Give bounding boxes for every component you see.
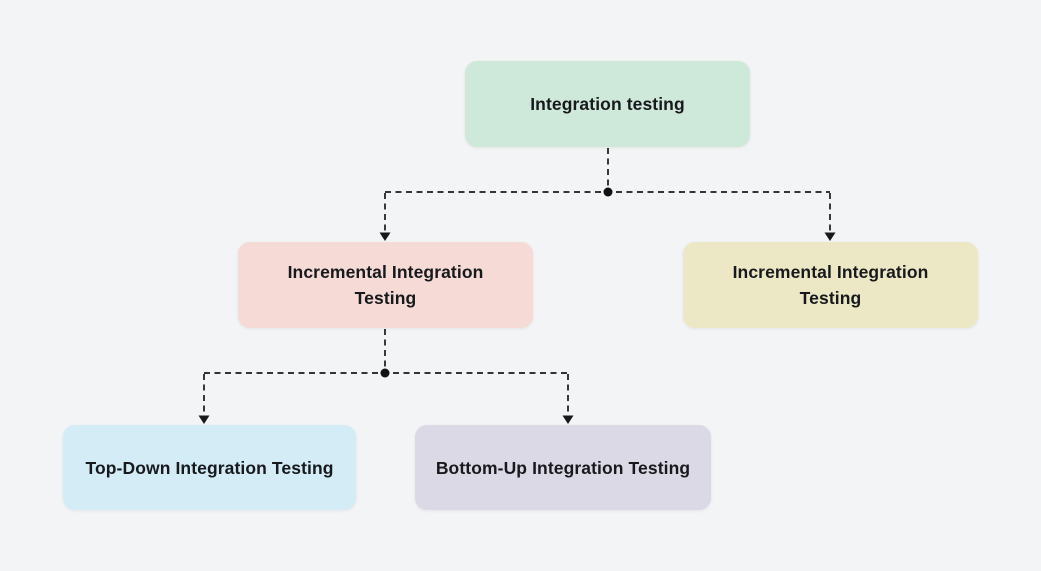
node-incremental-integration-left: Incremental Integration Testing — [238, 242, 533, 328]
node-label: Integration testing — [530, 94, 685, 114]
node-label: Incremental Integration Testing — [287, 262, 484, 308]
arrowhead-down-icon — [562, 415, 574, 424]
node-bottom-up-integration: Bottom-Up Integration Testing — [415, 425, 711, 510]
junction-dot-icon — [603, 187, 613, 197]
arrowhead-down-icon — [198, 415, 210, 424]
arrowhead-down-icon — [824, 232, 836, 241]
node-top-down-integration: Top-Down Integration Testing — [63, 425, 356, 510]
node-label: Incremental Integration Testing — [732, 262, 929, 308]
connector-root-to-incremental — [379, 148, 836, 241]
junction-dot-icon — [380, 368, 390, 378]
node-integration-testing: Integration testing — [465, 61, 750, 147]
connector-incremental-to-children — [198, 329, 574, 424]
arrowhead-down-icon — [379, 232, 391, 241]
node-label: Top-Down Integration Testing — [85, 457, 334, 478]
node-incremental-integration-right: Incremental Integration Testing — [683, 242, 978, 328]
node-label: Bottom-Up Integration Testing — [435, 457, 691, 478]
